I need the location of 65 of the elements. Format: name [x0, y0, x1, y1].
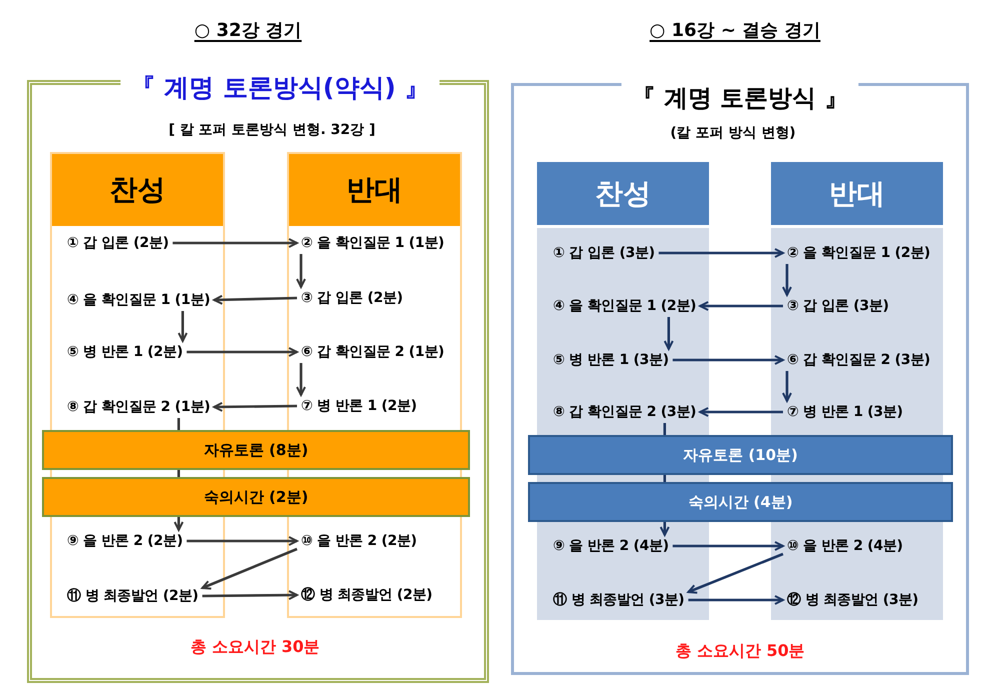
connector-line	[663, 423, 666, 435]
section-heading: ○ 16강 ~ 결승 경기	[650, 19, 820, 42]
step-text: ⑥ 갑 확인질문 2 (3분)	[783, 349, 934, 371]
step-text: ④ 을 확인질문 1 (2분)	[549, 295, 700, 317]
step-text: ⑤ 병 반론 1 (2분)	[63, 341, 187, 363]
arrow	[699, 407, 783, 417]
column-header: 반대	[289, 154, 460, 226]
total-time: 총 소요시간 30분	[190, 636, 320, 658]
arrow	[672, 541, 784, 551]
arrow	[201, 548, 298, 590]
phase-band: 숙의시간 (4분)	[528, 482, 953, 522]
step-text: ⑦ 병 반론 1 (3분)	[783, 401, 907, 423]
arrow	[664, 317, 674, 350]
phase-band: 자유토론 (8분)	[42, 430, 470, 470]
step-text: ⑨ 을 반론 2 (2분)	[63, 530, 187, 552]
arrow	[658, 248, 784, 258]
step-text: ⑫ 병 최종발언 (2분)	[297, 584, 436, 606]
arrow	[688, 595, 784, 605]
arrow	[178, 311, 188, 342]
arrow	[782, 371, 792, 402]
step-text: ④ 을 확인질문 1 (1분)	[63, 289, 214, 311]
arrow	[782, 264, 792, 296]
step-text: ⑥ 갑 확인질문 2 (1분)	[297, 341, 448, 363]
column-header: 찬성	[52, 154, 223, 226]
frame-subtitle: [ 칼 포퍼 토론방식 변형. 32강 ]	[168, 121, 376, 140]
arrow	[213, 294, 298, 305]
step-text: ⑧ 갑 확인질문 2 (3분)	[549, 401, 700, 423]
step-text: ② 을 확인질문 1 (1분)	[297, 232, 448, 254]
step-text: ⑧ 갑 확인질문 2 (1분)	[63, 396, 214, 418]
arrow	[687, 552, 784, 594]
arrow	[174, 517, 184, 531]
connector-line	[177, 470, 180, 477]
arrow	[672, 355, 784, 365]
arrow	[296, 254, 306, 288]
arrow	[172, 238, 298, 248]
step-text: ⑪ 병 최종발언 (2분)	[63, 585, 202, 607]
frame-subtitle: (칼 포퍼 방식 변형)	[670, 124, 796, 143]
step-text: ⑩ 을 반론 2 (4분)	[783, 535, 907, 557]
arrow	[186, 347, 298, 357]
section-heading: ○ 32강 경기	[194, 19, 302, 42]
connector-line	[177, 418, 180, 430]
phase-band: 자유토론 (10분)	[528, 435, 953, 475]
step-text: ⑨ 을 반론 2 (4분)	[549, 535, 673, 557]
step-text: ⑦ 병 반론 1 (2분)	[297, 395, 421, 417]
arrow	[202, 590, 298, 600]
phase-band: 숙의시간 (2분)	[42, 477, 470, 517]
arrow	[213, 402, 298, 412]
column-header: 반대	[771, 162, 943, 228]
arrow	[699, 301, 783, 311]
connector-line	[663, 475, 666, 482]
total-time: 총 소요시간 50분	[675, 640, 805, 662]
arrow	[186, 536, 298, 546]
section-frame	[511, 83, 969, 675]
column-header: 찬성	[537, 162, 709, 228]
step-text: ⑪ 병 최종발언 (3분)	[549, 589, 688, 611]
step-text: ① 갑 입론 (3분)	[549, 242, 659, 264]
arrow	[296, 363, 306, 396]
arrow	[660, 522, 670, 536]
step-text: ③ 갑 입론 (3분)	[783, 295, 893, 317]
step-text: ⑫ 병 최종발언 (3분)	[783, 589, 922, 611]
step-text: ③ 갑 입론 (2분)	[297, 287, 407, 309]
step-text: ② 을 확인질문 1 (2분)	[783, 242, 934, 264]
step-text: ① 갑 입론 (2분)	[63, 232, 173, 254]
step-text: ⑩ 을 반론 2 (2분)	[297, 530, 421, 552]
step-text: ⑤ 병 반론 1 (3분)	[549, 349, 673, 371]
